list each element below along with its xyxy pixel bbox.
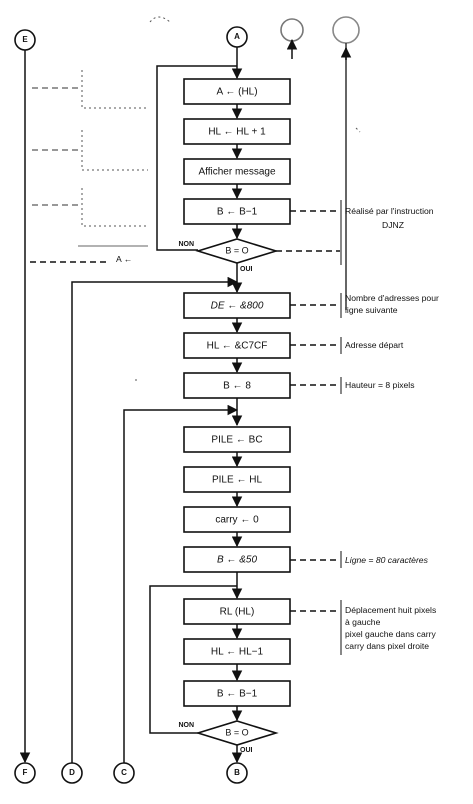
box-a-hl-label: A ← (HL) [216, 87, 257, 98]
box-hl-dec-label: HL ← HL−1 [211, 647, 264, 658]
connector-d-line [71, 276, 239, 775]
box-afficher-label: Afficher message [198, 167, 276, 178]
connector-b [226, 762, 248, 784]
box-hl-addr-label: HL ← &C7CF [207, 341, 268, 352]
connector-f-label: F [23, 768, 28, 777]
decision-1-yes: OUI [240, 266, 253, 273]
connector-f [14, 762, 36, 784]
connector-c-line [123, 404, 239, 775]
note-shift-2: à gauche [345, 617, 381, 627]
connector-faint-1 [280, 18, 304, 42]
box-b-8-label: B ← 8 [223, 381, 251, 392]
loop2-back-line [149, 585, 237, 734]
note-shift-1: Déplacement huit pixels [345, 605, 436, 615]
decision-2-no: NON [178, 722, 194, 729]
decision-2-cond: B = O [225, 727, 248, 737]
box-b-dec-2-label: B ← B−1 [217, 689, 258, 700]
connector-a-top-label: A [234, 32, 240, 41]
bracket-left-2 [81, 130, 148, 171]
note-hl: Adresse départ [345, 340, 404, 350]
box-afficher [183, 158, 291, 185]
box-b-dec-1-label: B ← B−1 [217, 207, 258, 218]
connector-d-label: D [69, 768, 75, 777]
connector-faint-2 [332, 16, 360, 44]
box-rl-label: RL (HL) [220, 607, 255, 618]
faint-arc-top [149, 16, 171, 23]
box-pile-bc [183, 426, 291, 453]
faint-mark-2 [355, 127, 361, 133]
note-djnz-1: Réalisé par l'instruction [345, 206, 434, 216]
decision-1-cond: B = O [225, 245, 248, 255]
note-height: Hauteur = 8 pixels [345, 380, 415, 390]
decision-2-yes: OUI [240, 747, 253, 754]
box-b-50-label: B ← &50 [217, 555, 257, 566]
box-carry-label: carry ← 0 [215, 515, 259, 526]
note-shift-4: carry dans pixel droite [345, 641, 429, 651]
box-b-8 [183, 372, 291, 399]
box-pile-bc-label: PILE ← BC [211, 435, 262, 446]
box-de-label: DE ← &800 [211, 301, 264, 312]
box-hl-inc-label: HL ← HL + 1 [208, 127, 266, 138]
connector-c-label: C [121, 768, 127, 777]
connector-e-top-label: E [22, 35, 28, 44]
box-hl-dec [183, 638, 291, 665]
note-de-2: ligne suivante [345, 305, 398, 315]
bracket-left-1 [81, 70, 148, 109]
decision-1-no: NON [178, 241, 194, 248]
box-a-hl [183, 78, 291, 105]
side-label-a: A ← [116, 254, 132, 264]
note-line: Ligne = 80 caractères [345, 555, 429, 565]
connector-d [61, 762, 83, 784]
box-pile-hl-label: PILE ← HL [212, 475, 262, 486]
bracket-left-3 [81, 188, 148, 227]
loop1-back-line [156, 65, 237, 251]
connector-b-label: B [234, 768, 240, 777]
connector-c [113, 762, 135, 784]
box-pile-hl [183, 466, 291, 493]
box-hl-inc [183, 118, 291, 145]
note-shift-3: pixel gauche dans carry [345, 629, 436, 639]
note-de-1: Nombre d'adresses pour [345, 293, 439, 303]
note-djnz-2: DJNZ [382, 220, 404, 230]
